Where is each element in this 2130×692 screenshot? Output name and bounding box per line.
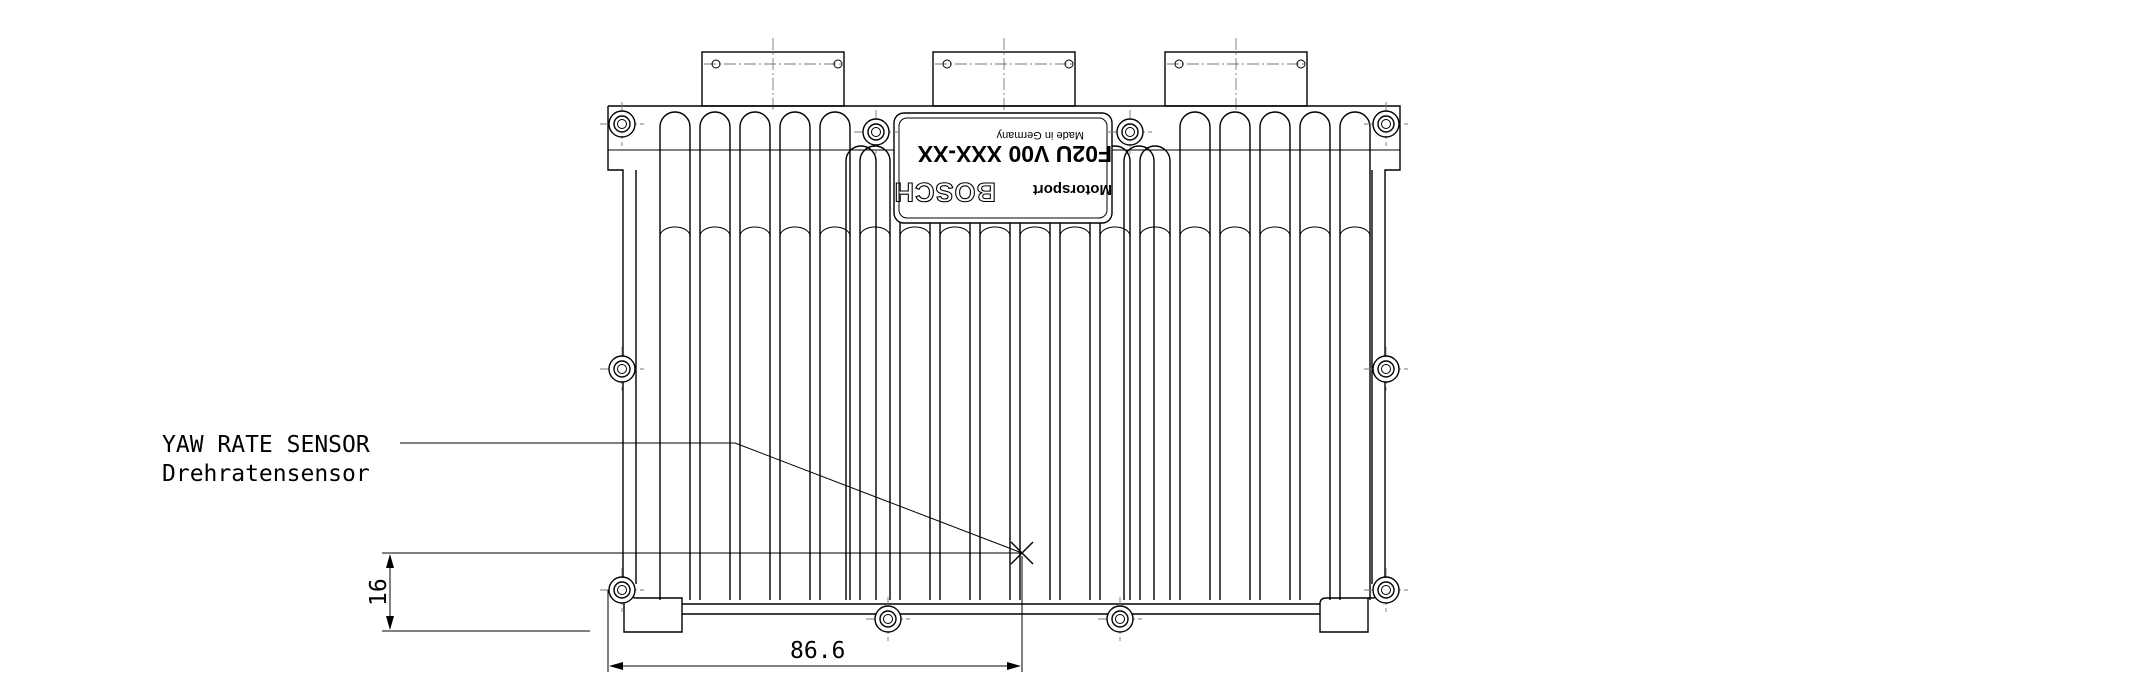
fin-segment-arc <box>979 226 1011 237</box>
fin-segment-arc <box>1019 226 1051 237</box>
screw-icon <box>1364 347 1408 391</box>
fin-segment-arc <box>859 226 891 237</box>
plate-origin: Made in Germany <box>996 129 1084 141</box>
fin-segment-arc <box>1219 226 1251 237</box>
cooling-fin <box>1299 111 1331 600</box>
screw-icon <box>866 597 910 641</box>
connector-right <box>1164 38 1308 110</box>
screw-icon <box>600 347 644 391</box>
screw-icon <box>1364 102 1408 146</box>
sensor-label-en: YAW RATE SENSOR <box>162 432 370 458</box>
connector-middle <box>932 38 1076 110</box>
cooling-fin <box>1259 111 1291 600</box>
cooling-fin <box>779 111 811 600</box>
cooling-fin <box>1123 145 1155 600</box>
dimension-vertical <box>382 552 1022 632</box>
fin-segment-arc <box>1179 226 1211 237</box>
cooling-fin <box>659 111 691 600</box>
connector-left <box>701 38 845 110</box>
screw-icon <box>1364 568 1408 612</box>
cooling-fin <box>739 111 771 600</box>
mounting-screws <box>600 102 1408 641</box>
plate-division: Motorsport <box>1033 181 1112 198</box>
cooling-fin <box>859 145 891 600</box>
fin-segment-arc <box>1099 226 1131 237</box>
cooling-fin <box>1139 145 1171 600</box>
cooling-fin <box>845 145 877 600</box>
dimension-horizontal <box>607 556 1023 672</box>
fin-segment-arc <box>1059 226 1091 237</box>
screw-icon <box>1108 110 1152 154</box>
fin-segment-arc <box>1259 226 1291 237</box>
fin-segment-arc <box>939 226 971 237</box>
screw-icon <box>600 102 644 146</box>
fin-segment-arc <box>699 226 731 237</box>
fin-segment-arc <box>659 226 691 237</box>
fin-segment-arc <box>739 226 771 237</box>
screw-icon <box>600 568 644 612</box>
cooling-fin <box>1339 111 1371 600</box>
cooling-fin <box>699 111 731 600</box>
fin-segment-arc <box>1139 226 1171 237</box>
sensor-label-de: Drehratensensor <box>162 461 370 487</box>
cooling-fin <box>819 111 851 600</box>
plate-brand-logo: BOSCH <box>893 177 996 207</box>
screw-icon <box>854 110 898 154</box>
fin-segment-arc <box>1339 226 1371 237</box>
connectors <box>701 38 1308 110</box>
fin-segment-arc <box>819 226 851 237</box>
leader-line <box>400 442 1023 554</box>
nameplate: Motorsport BOSCH F02U V00 XXX-XX Made in… <box>893 112 1113 224</box>
fin-segment-arc <box>779 226 811 237</box>
fin-segment-arc <box>899 226 931 237</box>
dimension-horizontal-value: 86.6 <box>790 638 845 664</box>
cooling-fin <box>1179 111 1211 600</box>
fin-segment-arc <box>1299 226 1331 237</box>
dimension-vertical-value: 16 <box>366 578 392 606</box>
cooling-fin <box>1219 111 1251 600</box>
plate-part-number: F02U V00 XXX-XX <box>917 141 1112 167</box>
screw-icon <box>1098 597 1142 641</box>
